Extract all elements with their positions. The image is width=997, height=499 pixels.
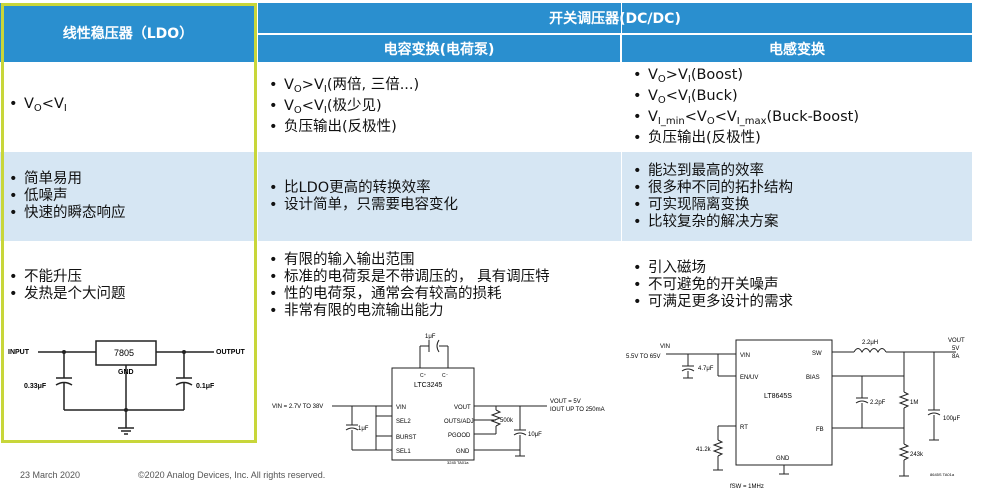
cp-pin-label: SEL1 [396,449,411,455]
cp-chip-label: LTC3245 [414,382,442,389]
list-item: 性的电荷泵，通常会有较高的损耗 [260,286,620,303]
ind-ref-label: 8645S TA01a [930,472,955,477]
schematic-ldo: INPUT OUTPUT 7805 GND 0.33μF 0.1μF [4,330,252,442]
ind-vout-label: VOUT [948,338,965,344]
cell-cap-cons: 有限的输入输出范围 标准的电荷泵是不带调压的， 具有调压特 性的电荷泵，通常会有… [260,242,620,329]
ldo-c2-label: 0.1μF [196,383,215,390]
ind-c2-label: 2.2pF [870,400,886,406]
list-item: 标准的电荷泵是不带调压的， 具有调压特 [260,269,620,286]
ldo-input-label: INPUT [8,349,30,356]
ind-l-label: 2.2μH [862,340,878,346]
ldo-output-label: OUTPUT [216,349,246,356]
ind-pin-label: RT [740,425,748,431]
ind-c1-label: 4.7μF [698,366,714,372]
footer-date: 23 March 2020 [20,470,81,480]
cp-r-label: 500k [500,418,514,424]
list-item: 引入磁场 [624,260,972,277]
ind-vout-value: 5V [952,346,959,352]
cell-ldo-pros: 简单易用 低噪声 快速的瞬态响应 [0,151,256,242]
cp-pin-label: VOUT [454,405,471,411]
cell-ind-cons: 引入磁场 不可避免的开关噪声 可满足更多设计的需求 [624,242,972,329]
ldo-c1-label: 0.33μF [24,383,47,390]
list-item: 非常有限的电流输出能力 [260,303,620,320]
list-item: 简单易用 [0,171,256,188]
cp-pin-label: VIN [396,405,406,411]
ind-vin-label: VIN [660,344,670,350]
cp-vin-label: VIN = 2.7V TO 38V [272,404,323,410]
header-inductive: 电感变换 [622,35,972,62]
cp-cminus-label: C⁻ [442,373,449,379]
list-item: 比LDO更高的转换效率 [260,180,620,197]
list-item: 不能升压 [0,269,256,286]
ind-gnd-label: GND [776,456,790,462]
cp-pin-label: PGOOD [448,433,471,439]
cp-pin-label: SEL2 [396,419,411,425]
list-item: 可实现隔离变换 [624,197,972,214]
cp-pin-label: BURST [396,435,417,441]
cell-ldo-range: VO<VI [0,62,256,151]
list-item: 有限的输入输出范围 [260,252,620,269]
list-item: VI_min<VO<VI_max(Buck-Boost) [624,109,972,130]
list-item: 比较复杂的解决方案 [624,214,972,231]
footer-copyright: ©2020 Analog Devices, Inc. All rights re… [138,470,326,480]
ind-r1-label: 1M [910,400,918,406]
cp-iout-label: IOUT UP TO 250mA [550,407,605,413]
cell-ldo-cons: 不能升压 发热是个大问题 [0,242,256,329]
cp-cout-label: 10μF [528,432,542,438]
header-capacitive: 电容变换(电荷泵) [258,35,620,62]
list-item: 可满足更多设计的需求 [624,294,972,311]
column-divider [621,0,622,329]
ind-c3-label: 100μF [943,416,960,422]
ind-iout-value: 8A [952,354,959,360]
cell-ind-pros: 能达到最高的效率 很多种不同的拓扑结构 可实现隔离变换 比较复杂的解决方案 [624,151,972,242]
cp-cin-label: 1μF [358,426,369,432]
cell-cap-pros: 比LDO更高的转换效率 设计简单，只需要电容变化 [260,151,620,242]
list-item: 低噪声 [0,188,256,205]
list-item: 设计简单，只需要电容变化 [260,197,620,214]
ldo-chip-label: 7805 [114,348,134,358]
list-item: 很多种不同的拓扑结构 [624,180,972,197]
list-item: 负压输出(反极性) [260,119,620,136]
ind-pin-label: BIAS [806,375,820,381]
ind-pin-label: FB [816,427,824,433]
row-divider [0,241,972,243]
list-item: VO<VI(Buck) [624,88,972,109]
row-divider [0,150,972,152]
ind-vin-range-label: 5.5V TO 65V [626,354,660,360]
list-item: 能达到最高的效率 [624,163,972,180]
cp-cplus-label: C⁺ [420,373,427,379]
ind-pin-label: VIN [740,353,750,359]
ind-chip-label: LT8645S [764,393,792,400]
cp-pin-label: GND [456,449,470,455]
cp-flying-cap-label: 1μF [425,334,436,340]
ind-pin-label: EN/UV [740,375,758,381]
list-item: 不可避免的开关噪声 [624,277,972,294]
list-item: 快速的瞬态响应 [0,205,256,222]
list-item: 发热是个大问题 [0,286,256,303]
list-item: VO<VI(极少见) [260,98,620,119]
cell-cap-range: VO>VI(两倍, 三倍...) VO<VI(极少见) 负压输出(反极性) [260,62,620,151]
cp-pin-label: OUTS/ADJ [444,419,474,425]
list-item: VO>VI(两倍, 三倍...) [260,77,620,98]
cell-ind-range: VO>VI(Boost) VO<VI(Buck) VI_min<VO<VI_ma… [624,62,972,151]
header-ldo: 线性稳压器（LDO） [0,3,256,62]
ind-pin-label: SW [812,351,822,357]
ind-fsw-label: fSW = 1MHz [730,484,764,490]
list-item: VO<VI [0,96,256,117]
cp-vout-label: VOUT = 5V [550,399,581,405]
ldo-gnd-label: GND [118,369,134,376]
schematic-charge-pump: 1μF C⁺ C⁻ LTC3245 VIN = 2.7V TO 38V VIN … [272,330,622,465]
ind-rt-label: 41.2k [696,447,712,453]
ind-r2-label: 243k [910,452,924,458]
header-switching: 开关调压器(DC/DC) [258,3,972,33]
schematic-inductive: VIN 5.5V TO 65V 4.7μF VIN EN/UV RT SW BI… [626,330,971,492]
column-divider [257,0,258,329]
cp-ref-label: 3245 TA01a [447,460,469,465]
list-item: VO>VI(Boost) [624,67,972,88]
list-item: 负压输出(反极性) [624,130,972,147]
